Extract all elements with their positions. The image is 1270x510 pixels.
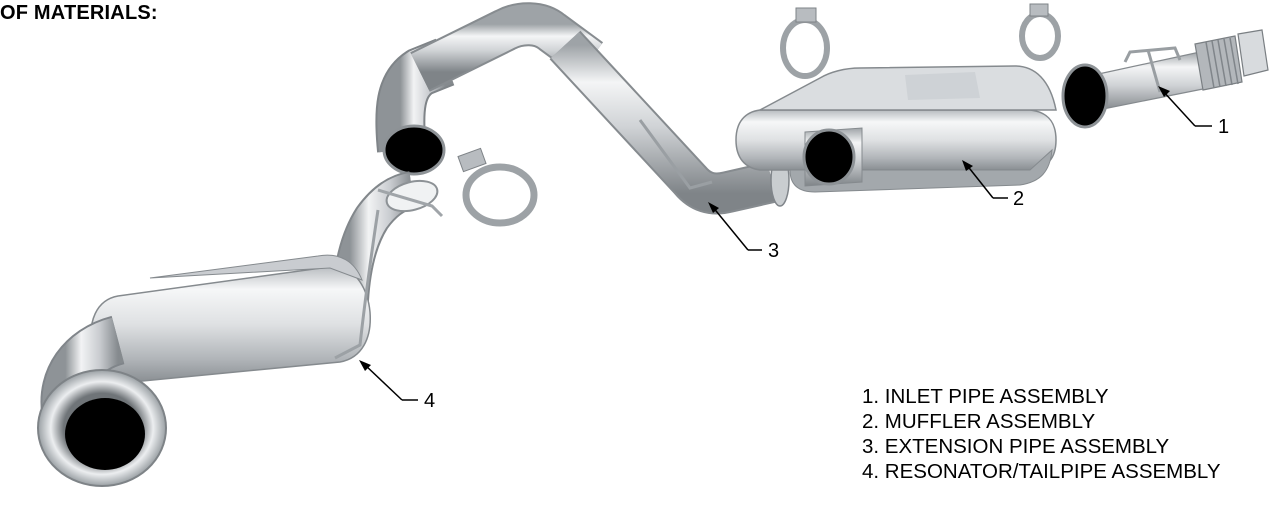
inlet-pipe-assembly <box>1063 30 1268 127</box>
extension-pipe-assembly <box>384 24 789 206</box>
clamp <box>458 148 534 223</box>
parts-list-item: 2. MUFFLER ASSEMBLY <box>862 409 1221 434</box>
clamp <box>1022 4 1058 58</box>
resonator-tailpipe-assembly <box>38 176 442 486</box>
callout-label: 1 <box>1218 116 1229 138</box>
callout-label: 3 <box>768 240 779 262</box>
callout-label: 4 <box>424 390 435 412</box>
callout-label: 2 <box>1013 188 1024 210</box>
parts-list-item: 4. RESONATOR/TAILPIPE ASSEMBLY <box>862 459 1221 484</box>
callout-4: 4 <box>359 360 435 412</box>
parts-list-item: 3. EXTENSION PIPE ASSEMBLY <box>862 434 1221 459</box>
parts-list: 1. INLET PIPE ASSEMBLY 2. MUFFLER ASSEMB… <box>862 384 1221 484</box>
clamp <box>783 8 827 76</box>
parts-list-item: 1. INLET PIPE ASSEMBLY <box>862 384 1221 409</box>
